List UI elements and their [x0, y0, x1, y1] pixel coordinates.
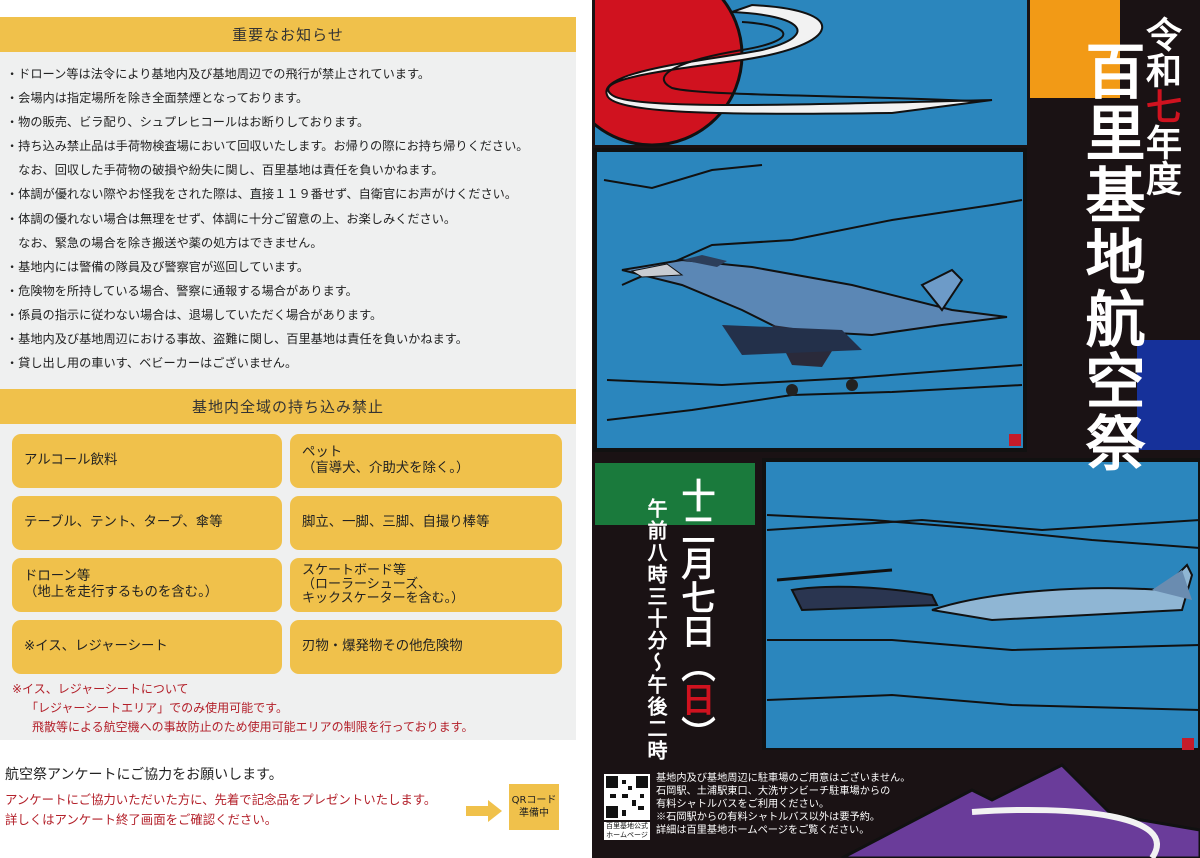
access-info: 基地内及び基地周辺に駐車場のご用意はございません。 石岡駅、土浦駅東口、大洗サン…: [656, 773, 911, 836]
notice-item: ・会場内は指定場所を除き全面禁煙となっております。: [6, 91, 309, 106]
notice-box: [0, 17, 576, 389]
notice-header: 重要なお知らせ: [0, 17, 576, 52]
notice-item: ・持ち込み禁止品は手荷物検査場において回収いたします。お帰りの際にお持ち帰りくだ…: [6, 139, 529, 154]
prohibited-item: ペット （盲導犬、介助犬を除く。）: [290, 434, 562, 488]
poster-era: 令和七年度: [1140, 16, 1182, 196]
notice-item: なお、緊急の場合を除き搬送や薬の処方はできません。: [6, 235, 323, 250]
prohibited-item: アルコール飲料: [12, 434, 282, 488]
chair-sheet-note: ※イス、レジャーシートについて 「レジャーシートエリア」でのみ使用可能です。 飛…: [12, 680, 473, 737]
notice-item: ・物の販売、ビラ配り、シュプレヒコールはお断りしております。: [6, 115, 370, 130]
prohibited-item: スケートボード等 （ローラーシューズ、 キックスケーターを含む。）: [290, 558, 562, 612]
notice-list: ・ドローン等は法令により基地内及び基地周辺での飛行が禁止されています。 ・会場内…: [6, 62, 576, 375]
helicopter-and-transport-illustration: [776, 563, 1194, 622]
notice-item: ・係員の指示に従わない場合は、退場していただく場合があります。: [6, 307, 383, 322]
info-panel: 重要なお知らせ ・ドローン等は法令により基地内及び基地周辺での飛行が禁止されてい…: [0, 0, 592, 858]
arrow-right-icon: [466, 800, 502, 822]
poster-time: 午前八時三十分～午後二時: [644, 498, 668, 762]
note-line: 「レジャーシートエリア」でのみ使用可能です。: [26, 701, 288, 715]
prohibited-item: ※イス、レジャーシート: [12, 620, 282, 674]
prohibited-header: 基地内全域の持ち込み禁止: [0, 389, 576, 424]
poster-artwork: [592, 0, 1200, 858]
survey-text: アンケートにご協力いただいた方に、先着で記念品をプレゼントいたします。 詳しくは…: [5, 790, 436, 830]
qr-code-placeholder[interactable]: QRコード 準備中: [509, 784, 559, 830]
survey-line: アンケートにご協力いただいた方に、先着で記念品をプレゼントいたします。: [5, 792, 437, 807]
note-line: 飛散等による航空機への事故防止のため使用可能エリアの制限を行っております。: [32, 720, 474, 734]
qr-caption: 百里基地公式 ホームページ: [606, 822, 648, 839]
prohibited-item: 脚立、一脚、三脚、自撮り棒等: [290, 496, 562, 550]
notice-item: ・基地内及び基地周辺における事故、盗難に関し、百里基地は責任を負いかねます。: [6, 332, 468, 347]
poster-weekday: 日: [675, 682, 715, 716]
survey-line: 詳しくはアンケート終了画面をご確認ください。: [5, 812, 278, 827]
notice-item: ・危険物を所持している場合、警察に通報する場合があります。: [6, 283, 358, 298]
notice-item: ・体調が優れない際やお怪我をされた際は、直接１１９番せず、自衛官にお声がけくださ…: [6, 187, 518, 202]
prohibited-item: ドローン等 （地上を走行するものを含む。）: [12, 558, 282, 612]
qr-label: 準備中: [518, 808, 549, 819]
poster-title: 百里基地航空祭: [1075, 40, 1145, 474]
poster-date: 十二月七日（日）: [675, 478, 715, 750]
prohibited-item: 刃物・爆発物その他危険物: [290, 620, 562, 674]
airshow-poster: 令和七年度 百里基地航空祭 十二月七日（日） 午前八時三十分～午後二時 百里基地…: [592, 0, 1200, 858]
notice-item: ・基地内には警備の隊員及び警察官が巡回しています。: [6, 259, 310, 274]
fighter-jet-illustration: [621, 255, 1008, 396]
survey-title: 航空祭アンケートにご協力をお願いします。: [5, 767, 283, 783]
notice-item: なお、回収した手荷物の破損や紛失に関し、百里基地は責任を負いかねます。: [6, 163, 444, 178]
prohibited-grid: アルコール飲料 ペット （盲導犬、介助犬を除く。） テーブル、テント、タープ、傘…: [12, 434, 564, 674]
qr-label: QRコード: [511, 795, 557, 806]
notice-item: ・貸し出し用の車いす、ベビーカーはございません。: [6, 356, 298, 371]
note-line: ※イス、レジャーシートについて: [12, 682, 189, 696]
prohibited-item: テーブル、テント、タープ、傘等: [12, 496, 282, 550]
notice-item: ・体調の優れない場合は無理をせず、体調に十分ご留意の上、お楽しみください。: [6, 211, 457, 226]
notice-item: ・ドローン等は法令により基地内及び基地周辺での飛行が禁止されています。: [6, 67, 431, 81]
poster-era-year: 七: [1140, 88, 1182, 124]
